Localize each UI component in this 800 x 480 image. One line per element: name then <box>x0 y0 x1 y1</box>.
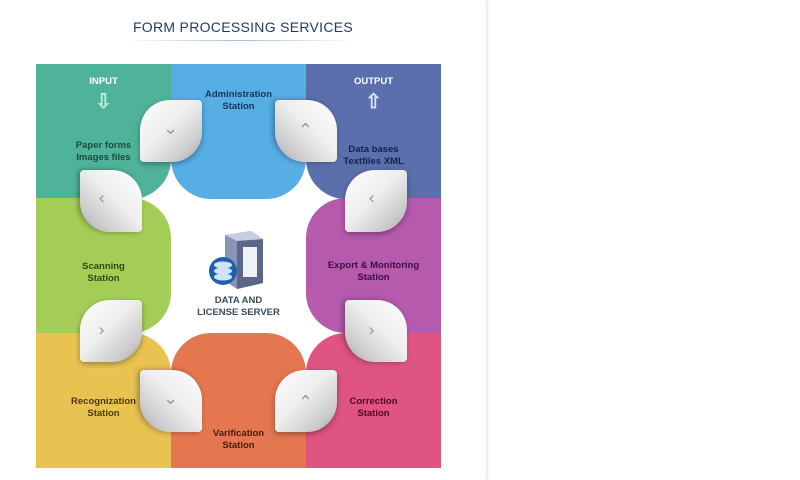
server-database-icon <box>209 231 263 289</box>
input-line1: Paper forms <box>75 140 132 151</box>
page-curl <box>345 300 407 362</box>
page-curl <box>80 300 142 362</box>
page-curl <box>275 370 337 432</box>
server-line1: DATA AND <box>214 295 263 306</box>
chevron-up-icon: ⌃ <box>298 120 314 141</box>
chevron-left-icon: ‹ <box>368 188 376 209</box>
diagram-card: FORM PROCESSING SERVICES INPUT ⇩ Paper f… <box>36 19 441 468</box>
varification-line1: Varification <box>212 428 265 439</box>
arrow-up-icon: ⇧ <box>365 91 382 113</box>
recognization-line1: Recognization <box>71 396 136 407</box>
chevron-down-icon: ⌄ <box>163 118 179 139</box>
title-divider <box>125 40 355 41</box>
output-heading: OUTPUT <box>353 76 394 87</box>
administration-line2: Station <box>222 101 255 112</box>
scanning-line1: Scanning <box>82 261 125 272</box>
correction-line1: Correction <box>349 396 398 407</box>
arrow-down-icon: ⇩ <box>95 91 112 113</box>
correction-line2: Station <box>357 408 390 419</box>
chevron-right-icon: › <box>98 320 106 341</box>
page-curl <box>80 170 142 232</box>
varification-line2: Station <box>222 440 255 451</box>
scanning-line2: Station <box>87 273 120 284</box>
chevron-up-icon: ⌃ <box>298 392 314 413</box>
output-line1: Data bases <box>348 144 399 155</box>
administration-line1: Administration <box>204 89 273 100</box>
input-heading: INPUT <box>89 76 118 87</box>
page-curl <box>140 100 202 162</box>
chevron-right-icon: › <box>368 320 376 341</box>
recognization-line2: Station <box>87 408 120 419</box>
output-line2: Textfiles XML <box>343 156 404 167</box>
server-label: DATA AND LICENSE SERVER <box>171 295 306 319</box>
diagram-title: FORM PROCESSING SERVICES <box>132 19 354 35</box>
server-line2: LICENSE SERVER <box>197 307 280 318</box>
export-line2: Station <box>357 272 390 283</box>
page-curl <box>345 170 407 232</box>
chevron-left-icon: ‹ <box>98 188 106 209</box>
chevron-down-icon: ⌄ <box>163 388 179 409</box>
input-line2: Images files <box>76 152 131 163</box>
export-line1: Export & Monitoring <box>327 260 420 271</box>
